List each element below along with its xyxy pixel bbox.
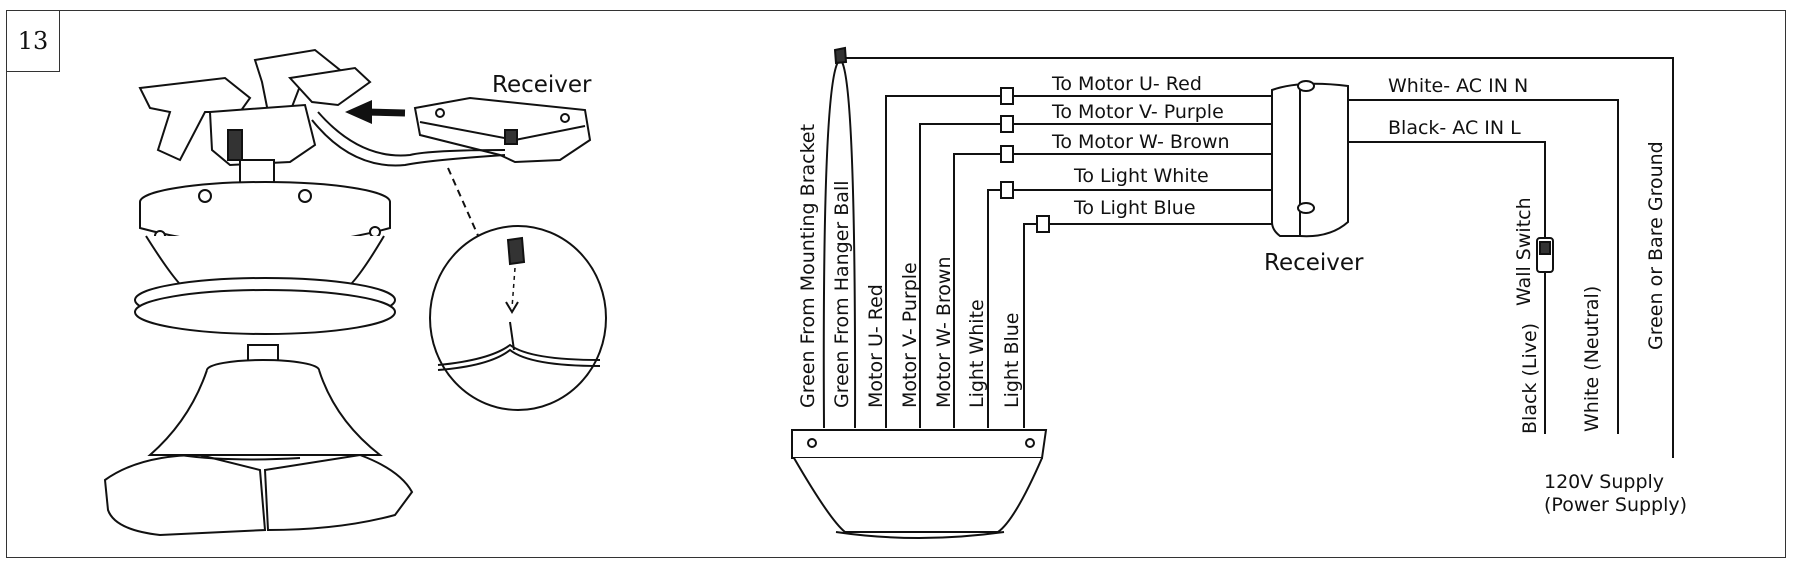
wire-nut	[1000, 115, 1014, 133]
twisted-wires	[437, 348, 601, 371]
label-motor-v-purple: Motor V- Purple	[899, 262, 921, 408]
supply-caption-line2: (Power Supply)	[1544, 494, 1687, 516]
canopy-bottom	[835, 531, 1005, 539]
left-receiver-label: Receiver	[492, 72, 592, 98]
wire-light-white	[987, 189, 1000, 428]
label-light-white: Light White	[966, 299, 988, 408]
wiring-schematic: To Motor U- Red To Motor V- Purple To Mo…	[791, 46, 1687, 539]
label-green-hanger-ball: Green From Hanger Ball	[831, 181, 853, 409]
wall-switch-toggle[interactable]	[1539, 241, 1551, 255]
bracket-arm-right	[287, 66, 372, 107]
label-ac-in-l: Black- AC IN L	[1388, 117, 1521, 139]
wire-nut	[1036, 215, 1050, 233]
fan-assembly-illustration: Receiver	[103, 48, 607, 537]
canopy-screw	[807, 438, 817, 448]
receiver-connector	[504, 129, 518, 145]
canopy-base-ring-lower	[134, 289, 396, 335]
label-wall-switch: Wall Switch	[1513, 197, 1535, 306]
label-green-bare-ground: Green or Bare Ground	[1645, 141, 1667, 350]
canopy-hole	[298, 189, 312, 203]
label-to-light-white: To Light White	[1073, 165, 1209, 187]
fan-blade-right	[263, 453, 414, 532]
supply-caption-line1: 120V Supply	[1544, 471, 1664, 493]
label-motor-u-red: Motor U- Red	[865, 284, 887, 408]
bracket-arm-left	[138, 76, 252, 162]
ground-wire-nut	[833, 46, 848, 65]
ac-neutral-wire	[1348, 99, 1619, 434]
ground-wire-bracket	[822, 61, 839, 429]
receiver-screw	[1297, 80, 1315, 92]
label-motor-w-brown: Motor W- Brown	[933, 257, 955, 409]
label-white-neutral: White (Neutral)	[1581, 286, 1603, 432]
twisted-wires	[437, 343, 601, 366]
mounting-hub	[208, 103, 317, 167]
label-ac-in-n: White- AC IN N	[1388, 75, 1528, 97]
label-to-motor-w: To Motor W- Brown	[1051, 131, 1230, 153]
fan-blade-left	[103, 453, 267, 537]
twisted-wire-tip	[509, 321, 515, 351]
motor-housing	[147, 369, 383, 456]
ground-wire-hanger	[841, 61, 857, 429]
hub-detail	[227, 129, 243, 161]
label-black-live: Black (Live)	[1519, 323, 1541, 434]
receiver-wire	[317, 111, 506, 157]
detail-leader-line	[447, 167, 481, 241]
step-number: 13	[6, 10, 60, 72]
wire-motor-w	[953, 153, 1000, 428]
canopy-rim	[791, 429, 1048, 459]
receiver-wire	[311, 119, 506, 167]
wire-nut	[1000, 181, 1014, 199]
detail-arrow	[505, 301, 519, 314]
receiver-screw	[1297, 202, 1315, 214]
canopy-body	[793, 457, 1043, 533]
wire-nut-icon	[506, 236, 526, 266]
wire-nut	[1000, 145, 1014, 163]
label-to-light-blue: To Light Blue	[1073, 197, 1196, 219]
ground-wire-loop	[838, 57, 1674, 458]
canopy-hole	[198, 189, 212, 203]
label-light-blue: Light Blue	[1001, 312, 1023, 408]
wire-motor-u	[885, 95, 1000, 428]
wire-motor-v	[919, 123, 1000, 428]
diagram-frame	[6, 10, 1786, 558]
canopy-screw	[1025, 438, 1035, 448]
ac-live-wire	[1348, 141, 1546, 434]
label-to-motor-u: To Motor U- Red	[1051, 73, 1202, 95]
insert-arrow-head	[345, 100, 372, 124]
wire-light-blue	[1023, 223, 1036, 428]
label-to-motor-v: To Motor V- Purple	[1051, 101, 1224, 123]
receiver-screw	[560, 113, 570, 123]
blade-seam	[179, 454, 301, 461]
canopy-hole	[369, 226, 381, 238]
detail-dash	[511, 267, 516, 309]
label-green-mounting-bracket: Green From Mounting Bracket	[797, 124, 819, 408]
schematic-receiver-label: Receiver	[1264, 250, 1364, 276]
receiver-screw	[435, 108, 445, 118]
wire-nut	[1000, 87, 1014, 105]
receiver-box	[413, 96, 592, 164]
